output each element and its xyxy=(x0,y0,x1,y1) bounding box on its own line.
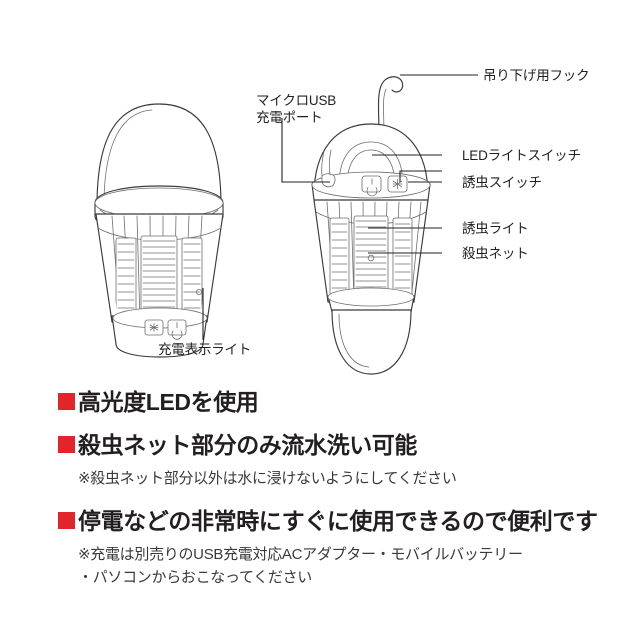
feature-item-washable-net: 殺虫ネット部分のみ流水洗い可能 xyxy=(0,429,640,462)
callout-led-switch: LEDライトスイッチ xyxy=(462,148,581,163)
feature-headline: 殺虫ネット部分のみ流水洗い可能 xyxy=(78,431,418,458)
red-square-bullet-icon xyxy=(58,393,75,410)
feature-note: ・パソコンからおこなってください xyxy=(78,569,313,587)
feature-headline: 停電などの非常時にすぐに使用できるので便利です xyxy=(78,507,598,534)
red-square-bullet-icon xyxy=(58,511,75,529)
callout-bug-switch: 誘虫スイッチ xyxy=(462,175,542,190)
leader-usb xyxy=(281,118,330,183)
red-square-bullet-icon xyxy=(58,435,75,453)
micro-usb-port xyxy=(321,173,336,188)
right-led-switch-button xyxy=(361,175,382,193)
callout-kill-net: 殺虫ネット xyxy=(462,246,529,261)
feature-note: ※充電は別売りのUSB充電対応ACアダプター・モバイルバッテリー xyxy=(78,546,523,564)
right-charge-indicator-dot xyxy=(367,254,375,262)
callout-leader-lines xyxy=(202,74,478,340)
feature-item-high-brightness-led: 高光度LEDを使用 xyxy=(0,386,640,419)
right-lantern-illustration xyxy=(311,76,431,375)
feature-item-emergency-use: 停電などの非常時にすぐに使用できるので便利です xyxy=(0,505,640,538)
callout-bug-light: 誘虫ライト xyxy=(462,221,529,236)
callout-hook: 吊り下げ用フック xyxy=(483,68,590,83)
hanging-hook-shape xyxy=(377,76,404,139)
feature-headline: 高光度LEDを使用 xyxy=(78,389,259,415)
left-charge-indicator-dot xyxy=(195,288,202,295)
callout-charge-light: 充電表示ライト xyxy=(158,342,252,357)
leader-bug-switch-seg xyxy=(399,170,442,182)
feature-note: ※殺虫ネット部分以外は水に浸けないようにしてください xyxy=(78,470,457,488)
callout-micro-usb: マイクロUSB 充電ポート xyxy=(256,93,337,126)
left-lantern-illustration xyxy=(94,103,224,358)
feature-list: 高光度LEDを使用 殺虫ネット部分のみ流水洗い可能 ※殺虫ネット部分以外は水に浸… xyxy=(0,386,640,590)
